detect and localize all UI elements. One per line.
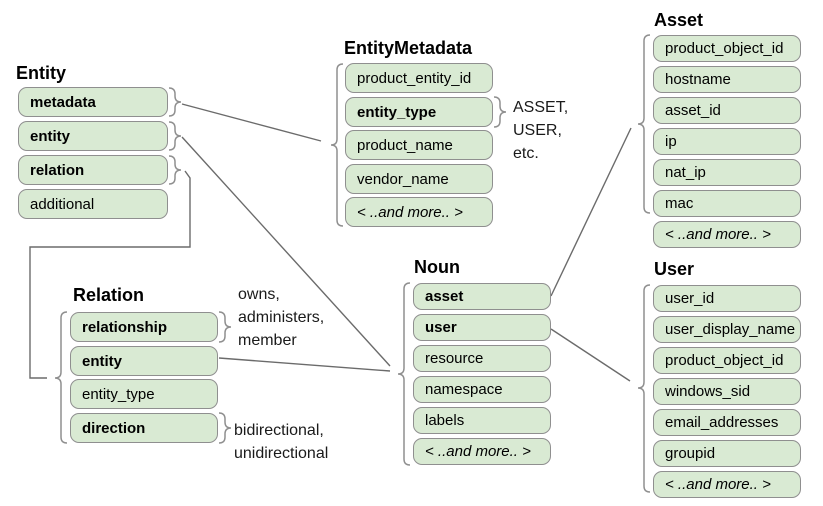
entity-field-metadata: metadata [18, 87, 168, 117]
user-field-windows-sid: windows_sid [653, 378, 801, 405]
asset-field-mac: mac [653, 190, 801, 217]
noun-field-and-more: < ..and more.. > [413, 438, 551, 465]
user-table-title: User [654, 259, 695, 279]
brace-entity-type-values [493, 96, 507, 128]
user-field-user-id: user_id [653, 285, 801, 312]
entitymetadata-field-entity-type: entity_type [345, 97, 493, 127]
relationship-values-note: owns, administers, member [238, 286, 325, 349]
entitymetadata-field-product-name: product_name [345, 130, 493, 160]
asset-field-nat-ip: nat_ip [653, 159, 801, 186]
entity-field-additional: additional [18, 189, 168, 219]
entity-field-entity: entity [18, 121, 168, 151]
noun-field-namespace: namespace [413, 376, 551, 403]
brace-relation-left [54, 311, 68, 444]
noun-field-labels: labels [413, 407, 551, 434]
entitymetadata-table-title: EntityMetadata [344, 38, 473, 58]
brace-asset-left [637, 34, 651, 214]
relation-field-entity-type: entity_type [70, 379, 218, 409]
asset-field-ip: ip [653, 128, 801, 155]
asset-field-product-object-id: product_object_id [653, 35, 801, 62]
entitymetadata-field-and-more: < ..and more.. > [345, 197, 493, 227]
entitymetadata-field-product-entity-id: product_entity_id [345, 63, 493, 93]
entity-type-values-note: ASSET, USER, etc. [513, 99, 569, 162]
brace-user-left [637, 284, 651, 493]
noun-table-title: Noun [414, 257, 460, 277]
relation-table-title: Relation [73, 285, 145, 305]
user-field-and-more: < ..and more.. > [653, 471, 801, 498]
arrow-metadata-to-entitymetadata [181, 103, 322, 142]
entity-table-title: Entity [16, 63, 67, 83]
asset-field-and-more: < ..and more.. > [653, 221, 801, 248]
asset-field-asset-id: asset_id [653, 97, 801, 124]
user-field-groupid: groupid [653, 440, 801, 467]
relation-field-direction: direction [70, 413, 218, 443]
entitymetadata-field-vendor-name: vendor_name [345, 164, 493, 194]
direction-values-note: bidirectional, unidirectional [234, 422, 329, 462]
user-field-user-display-name: user_display_name [653, 316, 801, 343]
brace-entity-relation [168, 155, 182, 185]
noun-field-asset: asset [413, 283, 551, 310]
brace-noun-left [397, 282, 411, 466]
arrow-noun-user-to-user [550, 328, 631, 382]
noun-field-user: user [413, 314, 551, 341]
entity-field-relation: relation [18, 155, 168, 185]
brace-direction-values [218, 412, 232, 444]
asset-field-hostname: hostname [653, 66, 801, 93]
relation-field-entity: entity [70, 346, 218, 376]
user-field-product-object-id: product_object_id [653, 347, 801, 374]
brace-relationship-values [218, 311, 232, 343]
arrow-relation-entity-to-noun [218, 357, 391, 372]
noun-field-resource: resource [413, 345, 551, 372]
brace-entity-metadata [168, 87, 182, 117]
relation-field-relationship: relationship [70, 312, 218, 342]
user-field-email-addresses: email_addresses [653, 409, 801, 436]
brace-entity-entity [168, 121, 182, 151]
asset-table-title: Asset [654, 10, 704, 30]
brace-entitymetadata-left [330, 63, 344, 227]
